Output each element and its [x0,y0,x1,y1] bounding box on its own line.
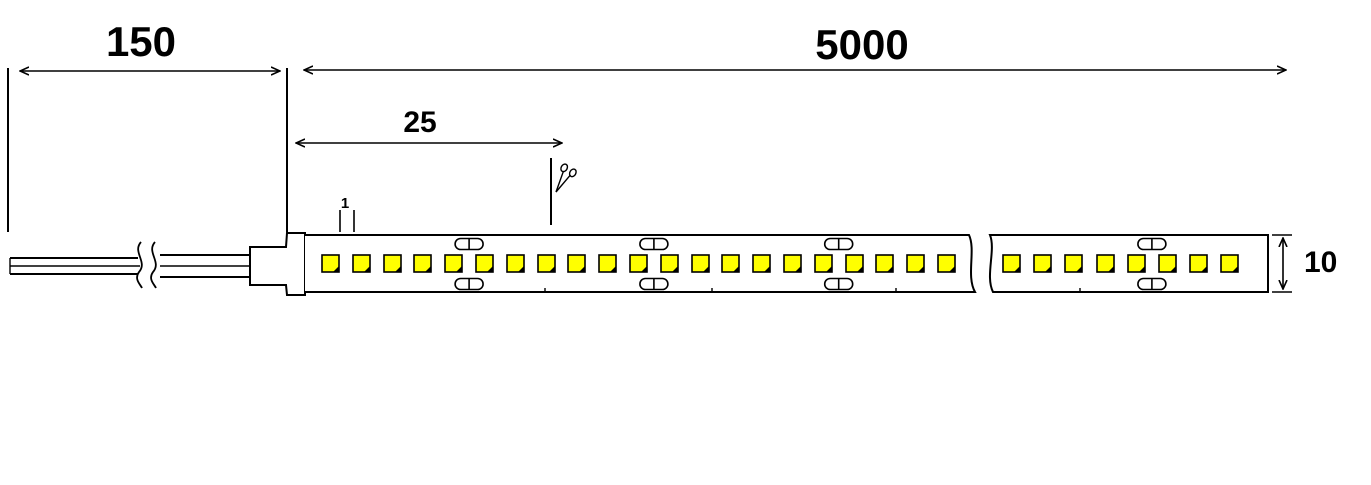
strip-length-label: 5000 [815,21,908,68]
led-chip [937,254,956,273]
solder-pad [823,277,854,291]
led-chip [321,254,340,273]
end-cap [249,232,306,296]
cut-interval-dimension: 25 [296,106,562,225]
solder-pad [823,237,854,251]
led-chip [352,254,371,273]
led-row-1 [321,254,956,273]
solder-pad [639,237,669,251]
solder-pads-2 [1137,237,1167,291]
led-chip [1002,254,1021,273]
led-chip [691,254,710,273]
solder-pad [454,277,484,291]
led-chip [537,254,556,273]
led-chip [721,254,740,273]
lead-length-dimension: 150 [7,18,288,232]
wire-break-right [150,241,157,289]
lead-length-label: 150 [106,18,176,65]
led-chip [413,254,432,273]
scissors-icon [555,163,577,193]
led-chip [875,254,894,273]
solder-pad [454,237,484,251]
led-chip [1189,254,1208,273]
led-chip [567,254,586,273]
led-chip [1220,254,1239,273]
led-chip [783,254,802,273]
strip-width-dimension: 10 [1272,234,1337,293]
led-chip [814,254,833,273]
led-chip [660,254,679,273]
led-chip [475,254,494,273]
led-chip [1033,254,1052,273]
strip-width-label: 10 [1304,246,1337,279]
led-chip [598,254,617,273]
led-pitch-dimension: 1 [339,195,355,232]
strip-segment-2 [988,234,1269,293]
led-pitch-label: 1 [341,195,349,212]
led-chip [1158,254,1177,273]
led-chip [383,254,402,273]
led-chip [752,254,771,273]
solder-pad [1137,237,1167,251]
led-row-2 [1002,254,1239,273]
cut-interval-label: 25 [403,106,436,139]
wire-break-left [136,241,143,289]
led-chip [906,254,925,273]
strip-length-dimension: 5000 [304,21,1286,70]
solder-pad [639,277,669,291]
led-chip [845,254,864,273]
wire-leads [9,241,250,289]
led-chip [1127,254,1146,273]
led-chip [1096,254,1115,273]
led-chip [629,254,648,273]
led-chip [506,254,525,273]
led-chip [1064,254,1083,273]
strip-segment-1 [305,234,977,293]
solder-pad [1137,277,1167,291]
solder-pads-1 [454,237,854,291]
led-chip [444,254,463,273]
